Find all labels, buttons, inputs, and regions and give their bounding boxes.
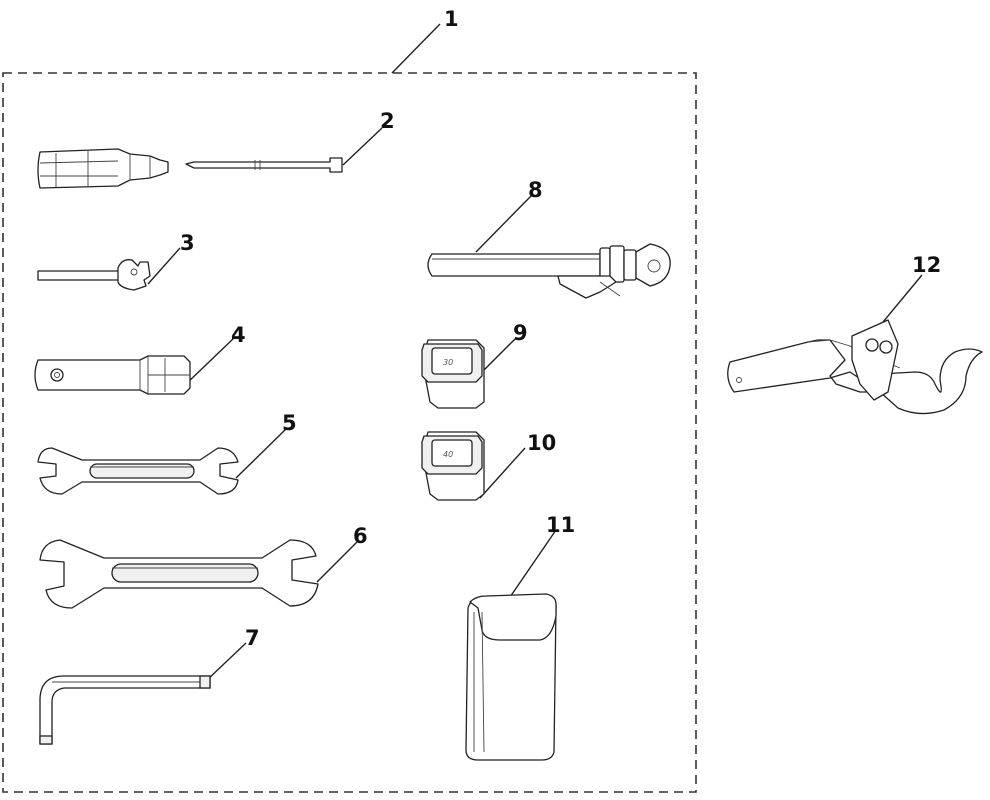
leader-line-5 bbox=[235, 427, 288, 479]
callout-10: 10 bbox=[527, 431, 556, 455]
leader-line-6 bbox=[316, 541, 358, 583]
small-wrench-part bbox=[37, 447, 239, 495]
callout-12: 12 bbox=[912, 253, 941, 277]
callout-8: 8 bbox=[528, 178, 543, 202]
leader-line-11 bbox=[507, 529, 557, 601]
callout-7: 7 bbox=[245, 626, 260, 650]
leader-line-4 bbox=[184, 337, 235, 386]
leader-line-10 bbox=[479, 447, 526, 499]
hook-spanner-part bbox=[727, 319, 983, 415]
tool-kit-boundary bbox=[2, 72, 697, 793]
leader-line-3 bbox=[147, 247, 181, 285]
tire-pressure-gauge-part bbox=[427, 243, 671, 299]
hex-key-part bbox=[39, 675, 211, 745]
leader-line-8 bbox=[475, 194, 533, 253]
screwdriver-part bbox=[37, 148, 343, 189]
callout-5: 5 bbox=[282, 411, 297, 435]
leader-line-9 bbox=[483, 337, 517, 371]
callout-6: 6 bbox=[353, 524, 368, 548]
tool-pouch-part bbox=[465, 593, 557, 761]
callout-4: 4 bbox=[231, 323, 246, 347]
socket-40-part: 40 bbox=[421, 431, 485, 501]
leader-line-7 bbox=[206, 642, 247, 681]
callout-1: 1 bbox=[444, 7, 459, 31]
large-wrench-part bbox=[39, 539, 319, 609]
leader-line-1 bbox=[391, 23, 441, 74]
socket-40-marking: 40 bbox=[443, 450, 453, 459]
callout-11: 11 bbox=[546, 513, 575, 537]
callout-3: 3 bbox=[180, 231, 195, 255]
leader-line-12 bbox=[882, 274, 923, 323]
socket-30-part: 30 bbox=[421, 339, 485, 409]
leader-line-2 bbox=[342, 127, 383, 166]
callout-9: 9 bbox=[513, 321, 528, 345]
pin-spanner-part bbox=[37, 259, 151, 291]
socket-30-marking: 30 bbox=[443, 358, 453, 367]
callout-2: 2 bbox=[380, 109, 395, 133]
box-spanner-part bbox=[34, 355, 191, 395]
